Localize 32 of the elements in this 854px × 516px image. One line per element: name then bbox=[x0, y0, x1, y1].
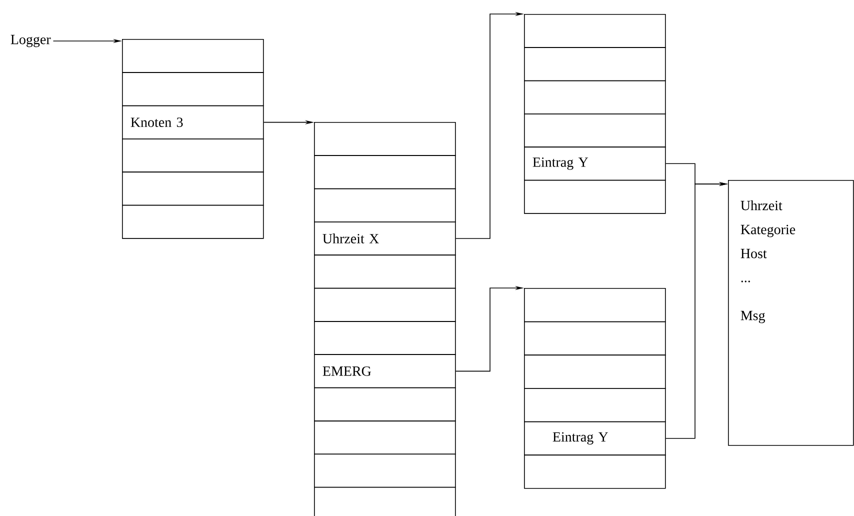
label-text: Logger bbox=[10, 34, 51, 48]
empty-field bbox=[122, 72, 264, 106]
empty-field bbox=[524, 288, 666, 322]
empty-field bbox=[524, 14, 666, 48]
empty-field bbox=[314, 155, 456, 190]
empty-field bbox=[122, 39, 264, 73]
empty-field bbox=[122, 204, 264, 239]
record-field: Eintrag Y bbox=[524, 421, 666, 456]
record-field: Uhrzeit X bbox=[314, 222, 456, 256]
record-box: Uhrzeit Kategorie Host ... Msg bbox=[728, 180, 854, 446]
empty-field bbox=[314, 321, 456, 355]
empty-field bbox=[524, 180, 666, 214]
empty-field bbox=[314, 454, 456, 488]
empty-field bbox=[314, 254, 456, 289]
empty-field bbox=[314, 387, 456, 422]
empty-field bbox=[314, 122, 456, 156]
record-field: Eintrag Y bbox=[524, 146, 666, 181]
record-field: Knoten 3 bbox=[122, 105, 264, 140]
record-field: EMERG bbox=[314, 354, 456, 388]
empty-field bbox=[314, 188, 456, 222]
empty-field bbox=[122, 172, 264, 206]
empty-field bbox=[524, 114, 666, 148]
empty-field bbox=[524, 388, 666, 422]
empty-field bbox=[314, 486, 456, 516]
empty-field bbox=[524, 47, 666, 82]
empty-field bbox=[524, 321, 666, 356]
empty-field bbox=[524, 80, 666, 114]
empty-field bbox=[524, 354, 666, 389]
empty-field bbox=[314, 420, 456, 454]
empty-field bbox=[524, 454, 666, 489]
empty-field bbox=[314, 288, 456, 322]
empty-field bbox=[122, 138, 264, 172]
